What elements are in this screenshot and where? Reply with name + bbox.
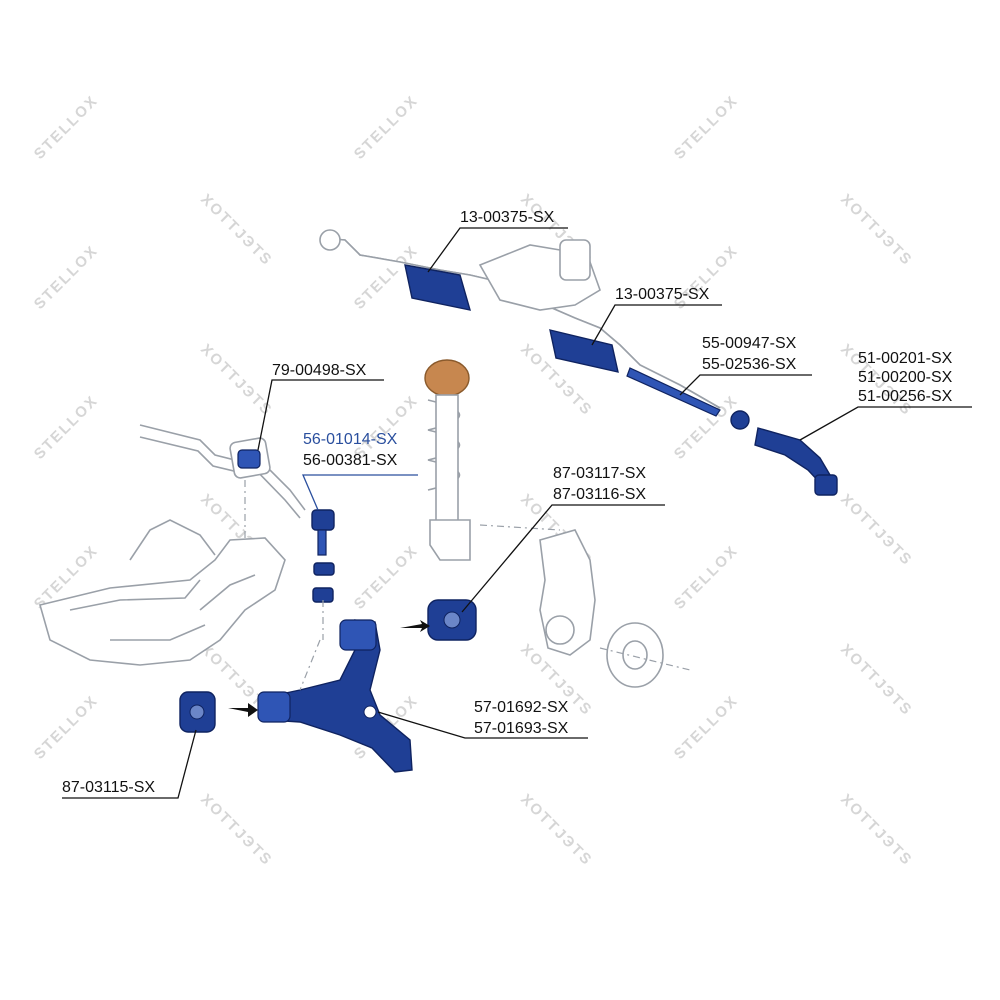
watermark-text: STELLOX (671, 92, 742, 163)
label-stabilizer-link-a: 56-01014-SX (303, 431, 398, 448)
watermark-text: STELLOX (671, 692, 742, 763)
leader-lines (62, 227, 972, 799)
label-tie-rod-b: 55-02536-SX (702, 356, 797, 373)
control-arm-drawing (257, 619, 413, 773)
watermark-text: XOTTJЭТS (197, 791, 276, 870)
strut-spring-drawing (424, 359, 471, 561)
knuckle-hub-drawing (479, 524, 691, 688)
watermark-text: XOTTJЭТS (837, 191, 916, 270)
label-tie-rod-a: 55-00947-SX (702, 335, 797, 352)
label-control-arm-a: 57-01692-SX (474, 699, 569, 716)
watermark-text: XOTTJЭТS (837, 491, 916, 570)
label-tie-rod-end-c: 51-00256-SX (858, 388, 953, 405)
watermark-text: XOTTJЭТS (197, 341, 276, 420)
stabilizer-bar-drawing (139, 424, 306, 519)
watermark-text: XOTTJЭТS (837, 641, 916, 720)
label-tie-rod-end-a: 51-00201-SX (858, 350, 953, 367)
watermark-text: XOTTJЭТS (837, 791, 916, 870)
bushings-drawing (179, 480, 477, 733)
watermark-text: STELLOX (671, 542, 742, 613)
watermark-text: STELLOX (31, 92, 102, 163)
watermark-text: STELLOX (31, 692, 102, 763)
watermark-text: STELLOX (31, 242, 102, 313)
watermark-text: STELLOX (31, 392, 102, 463)
label-control-arm-b: 57-01693-SX (474, 720, 569, 737)
steering-rack-drawing (319, 229, 838, 496)
watermark-text: XOTTJЭТS (197, 191, 276, 270)
watermark-text: STELLOX (671, 392, 742, 463)
part-labels: 13-00375-SX 13-00375-SX 55-00947-SX 55-0… (62, 209, 953, 796)
label-front-arm-bushing: 87-03115-SX (62, 779, 155, 796)
label-arm-bushing-a: 87-03117-SX (553, 465, 646, 482)
label-arm-bushing-b: 87-03116-SX (553, 486, 646, 503)
label-stabilizer-link-b: 56-00381-SX (303, 452, 398, 469)
subframe-drawing (39, 519, 286, 666)
label-tie-rod-end-b: 51-00200-SX (858, 369, 953, 386)
stabilizer-link-parts (311, 509, 335, 640)
watermark-text: STELLOX (351, 92, 422, 163)
label-steering-rack: 13-00375-SX (460, 209, 555, 226)
watermark-text: STELLOX (351, 542, 422, 613)
label-stabilizer-bushing: 79-00498-SX (272, 362, 367, 379)
watermark-text: XOTTJЭТS (517, 791, 596, 870)
label-boot-right: 13-00375-SX (615, 286, 710, 303)
